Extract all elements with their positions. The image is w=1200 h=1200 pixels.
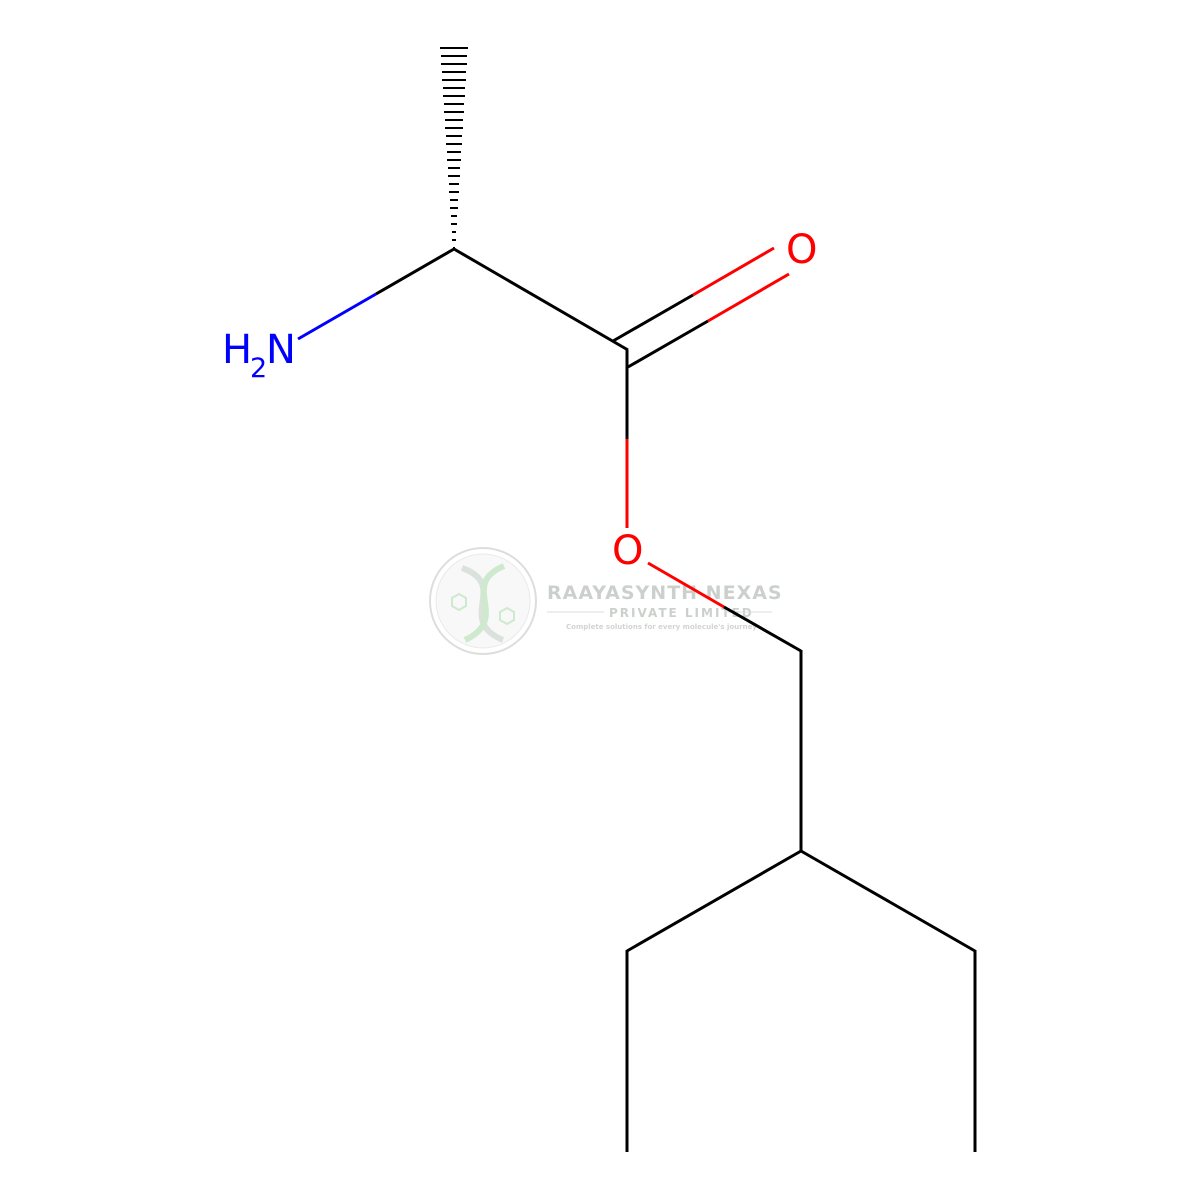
bond-carbonyl-outer-black (612, 293, 694, 343)
bond-oester-ch2-red (647, 561, 725, 609)
bond-carbonyl-outer-red (692, 246, 775, 297)
bond-calpha-n (375, 247, 455, 296)
watermark-logo-icon (429, 547, 537, 655)
bond-carbonyl-inner-red (707, 272, 790, 323)
bond-calpha-ccarbonyl (453, 247, 629, 352)
watermark: RAAYASYNTH NEXAS PRIVATE LIMITED Complet… (429, 547, 783, 655)
watermark-subtitle: PRIVATE LIMITED (609, 606, 754, 620)
amine-nitrogen-label: N (266, 327, 296, 373)
ester-oxygen-label: O (612, 528, 643, 574)
atom-labels: H 2 N O O (222, 227, 817, 574)
amine-label: H 2 N (222, 327, 296, 384)
hashed-wedge-bond (440, 47, 468, 249)
bonds (297, 47, 977, 1152)
bond-calpha-n-blue (297, 292, 377, 341)
watermark-tagline: Complete solutions for every molecule's … (566, 623, 757, 631)
bond-oester-ch2 (723, 605, 802, 653)
bond-carbonyl-inner-black (627, 319, 709, 369)
amine-hydrogen-label: H (222, 327, 252, 373)
amine-hydrogen-count: 2 (250, 353, 267, 384)
carbonyl-oxygen-label: O (786, 227, 817, 273)
bond-ch-left-ch2 (626, 849, 802, 953)
watermark-company: RAAYASYNTH NEXAS (547, 582, 783, 604)
bond-ch-right-ch2 (800, 849, 976, 953)
